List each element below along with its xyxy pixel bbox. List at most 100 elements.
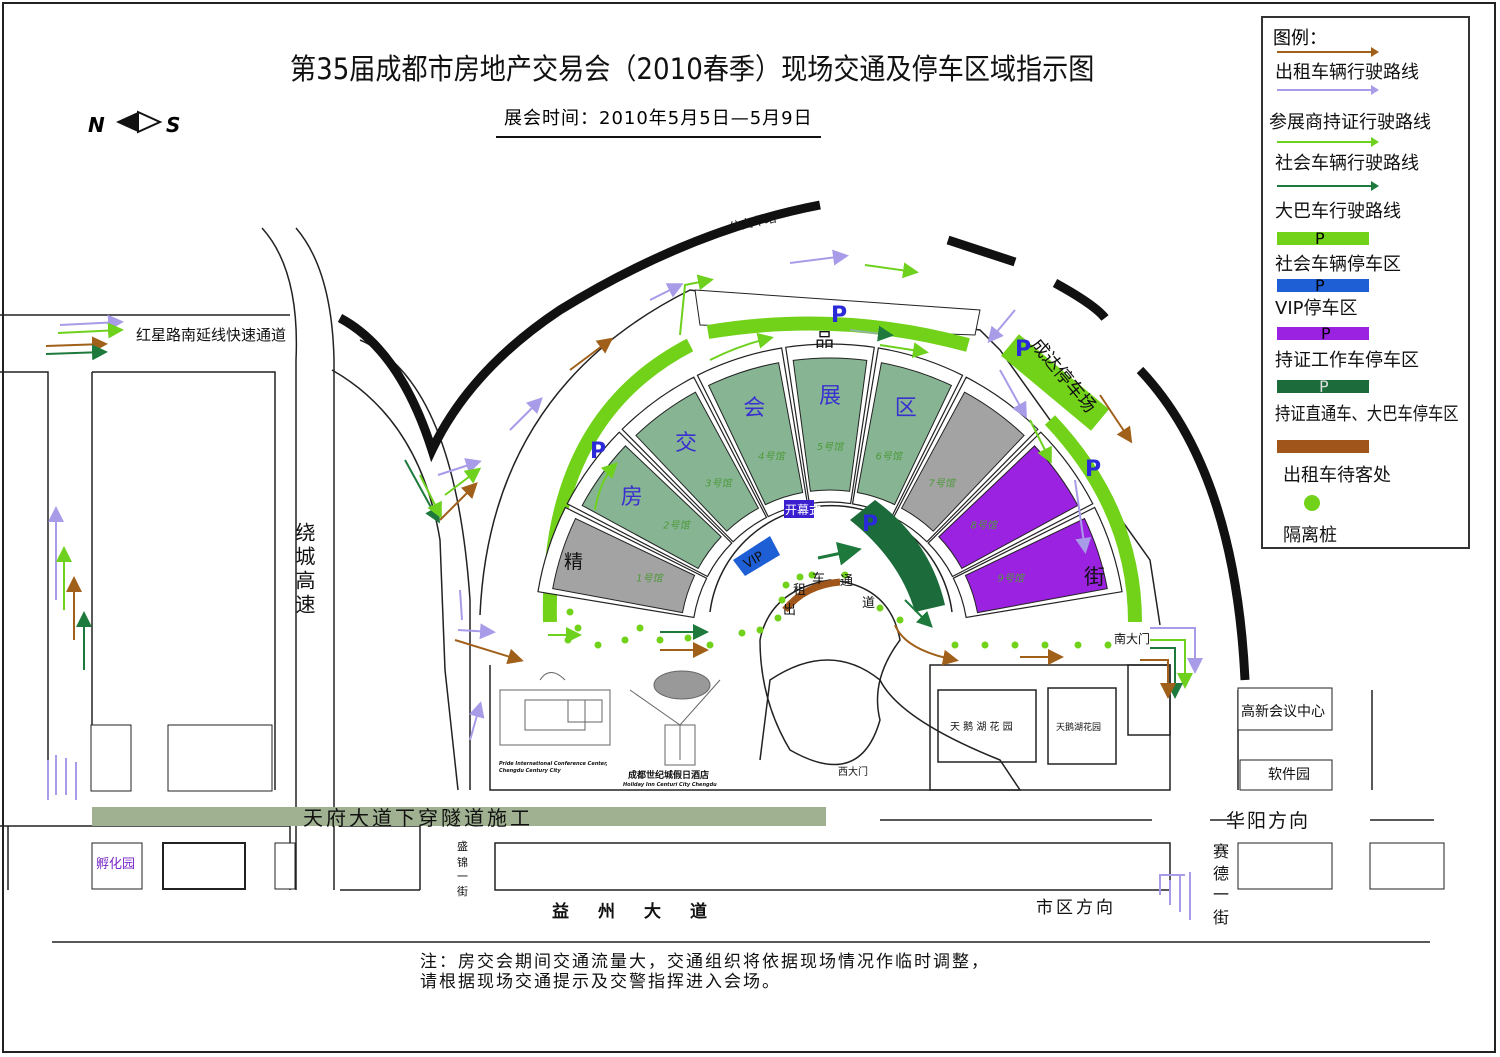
label-jie: 街 — [1084, 565, 1105, 589]
compass-north: N — [88, 113, 105, 137]
label-ring-highway: 绕城高速 — [292, 522, 316, 618]
isolation-post — [656, 636, 664, 644]
legend-label-social-route: 社会车辆行驶路线 — [1275, 153, 1419, 174]
label-saide-2: 德 — [1213, 864, 1229, 883]
social-parking-arc-east — [1044, 415, 1142, 623]
compass-arrow-right-icon — [137, 110, 163, 134]
isolation-post — [566, 608, 574, 616]
hall-area-char: 区 — [895, 396, 917, 421]
isolation-post — [896, 616, 904, 624]
building-block — [167, 724, 273, 792]
isolation-post — [782, 581, 790, 589]
exhibit-time: 展会时间：2010年5月5日—5月9日 — [496, 104, 821, 138]
label-taxi-lane-3: 车 — [812, 571, 825, 587]
legend-label-taxi-waiting: 出租车待客处 — [1283, 465, 1391, 486]
legend-p-mark: P — [1319, 377, 1329, 396]
isolation-post — [621, 636, 629, 644]
label-jing: 精 — [564, 551, 583, 573]
building-block — [1237, 842, 1333, 890]
hall-label: 2号馆 — [663, 519, 691, 531]
footnote-line-2: 请根据现场交通提示及交警指挥进入会场。 — [420, 972, 781, 992]
page-title: 第35届成都市房地产交易会（2010春季）现场交通及停车区域指示图 — [290, 52, 1095, 86]
hall-area-char: 会 — [743, 396, 765, 421]
label-city-direction: 市区方向 — [1036, 898, 1116, 918]
isolation-post — [796, 573, 804, 581]
isolation-post — [1041, 641, 1049, 649]
label-saide-3: 一 — [1213, 885, 1229, 904]
building-block — [274, 842, 296, 890]
isolation-post — [636, 624, 644, 632]
label-shengjin-2: 锦 — [457, 855, 468, 869]
legend-swatch-social-parking: P — [1277, 229, 1369, 248]
legend-isolation-post-icon — [1304, 495, 1320, 511]
parking-mark-west: P — [590, 439, 606, 464]
label-yizhou-road: 益 州 大 道 — [552, 901, 713, 922]
label-west-gate: 西大门 — [838, 765, 868, 778]
footnote-line-1: 注：房交会期间交通流量大，交通组织将依据现场情况作临时调整， — [420, 952, 990, 972]
isolation-post — [1074, 641, 1082, 649]
legend-label-vip-parking: VIP停车区 — [1275, 298, 1358, 319]
legend-arrow-taxi-icon — [1277, 47, 1379, 57]
legend-label-social-parking: 社会车辆停车区 — [1275, 254, 1401, 275]
legend-label-exhibitor-route: 参展商持证行驶路线 — [1269, 112, 1431, 133]
legend-p-mark: P — [1315, 276, 1325, 295]
hall-3 — [635, 391, 760, 532]
chengda-parking-lot — [1001, 334, 1109, 431]
opening-ceremony-area — [784, 500, 814, 518]
label-opening-ceremony: 开幕式 — [785, 503, 821, 517]
isolation-post — [841, 571, 849, 579]
label-shengjin-3: 一 — [457, 870, 468, 883]
compass-arrow-left-icon — [116, 112, 138, 132]
isolation-post — [756, 626, 764, 634]
legend-p-mark: P — [1315, 229, 1325, 248]
parking-mark-bus: P — [862, 512, 878, 537]
hall-label: 6号馆 — [876, 450, 904, 462]
isolation-posts — [564, 571, 1112, 649]
building-incubator — [91, 842, 143, 890]
hall-4 — [707, 362, 804, 506]
curved-road-edge — [1052, 279, 1109, 321]
legend-arrow-social-icon — [1277, 137, 1379, 147]
curved-road-edge — [946, 235, 1017, 267]
legend-p-mark: P — [1321, 324, 1331, 343]
label-tianfu-tunnel: 天府大道下穿隧道施工 — [303, 806, 533, 830]
hall-label: 4号馆 — [758, 450, 786, 462]
isolation-post — [684, 634, 692, 642]
route-arrows — [45, 249, 1203, 920]
isolation-post — [706, 641, 714, 649]
curved-road-edge — [337, 200, 821, 463]
footnote: 注：房交会期间交通流量大，交通组织将依据现场情况作临时调整， 请根据现场交通提示… — [420, 952, 990, 992]
label-incubator: 孵化园 — [96, 857, 135, 872]
curved-road-edge — [1136, 366, 1250, 681]
holiday-inn-plan — [629, 670, 721, 766]
legend-arrow-bus-icon — [1277, 181, 1379, 191]
isolation-post — [774, 614, 782, 622]
label-pin: 品 — [815, 329, 834, 351]
label-huayang: 华阳方向 — [1226, 810, 1310, 832]
hall-area-char: 房 — [621, 485, 643, 510]
label-hongxing-road: 红星路南延线快速通道 — [136, 326, 286, 344]
legend: 图例： 出租车辆行驶路线 参展商持证行驶路线 社会车辆行驶路线 大巴车行驶路线 … — [1261, 16, 1470, 549]
hall-label: 9号馆 — [998, 572, 1026, 584]
isolation-post — [1011, 641, 1019, 649]
hall-9 — [964, 517, 1108, 614]
bus-parking — [850, 500, 945, 612]
building-block — [162, 842, 246, 890]
isolation-post — [951, 641, 959, 649]
building-block — [1369, 842, 1445, 890]
legend-label-bus-route: 大巴车行驶路线 — [1275, 201, 1401, 222]
taxi-waiting-area — [782, 578, 841, 613]
label-south-gate: 南大门 — [1114, 631, 1150, 646]
legend-label-taxi-route: 出租车辆行驶路线 — [1275, 62, 1419, 83]
label-shengjin-1: 盛 — [457, 839, 468, 853]
legend-swatch-vip-parking: P — [1277, 276, 1369, 295]
conference-center-plan — [499, 672, 611, 746]
legend-arrow-exhibitor-icon — [1277, 85, 1379, 95]
label-swan-garden-2: 天鹅湖花园 — [1056, 721, 1101, 733]
hall-6 — [856, 362, 953, 506]
vip-parking — [733, 536, 780, 576]
label-taxi-lane-5: 道 — [862, 596, 875, 611]
building-hightech-center — [1237, 687, 1333, 731]
